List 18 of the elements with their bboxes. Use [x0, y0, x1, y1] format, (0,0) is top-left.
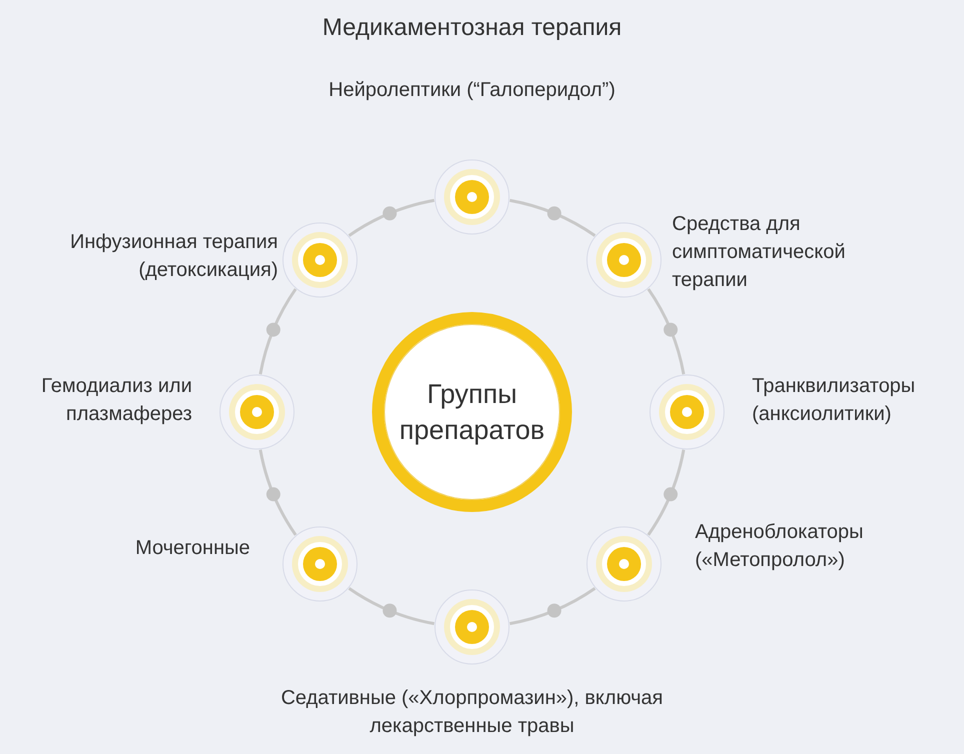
marker-caption: Инфузионная терапия (детоксикация) — [69, 230, 278, 283]
marker-caption: Мочегонные — [134, 536, 250, 561]
ring-marker — [282, 222, 358, 298]
ring-marker — [649, 374, 725, 450]
center-text: Группы препаратов — [398, 378, 546, 447]
ring-marker — [586, 222, 662, 298]
marker-caption: Седативные («Хлорпромазин»), включая лекарственные травы — [280, 686, 664, 739]
ring-marker — [434, 589, 510, 665]
marker-caption: Гемодиализ или плазмаферез — [40, 374, 192, 427]
ring-marker — [219, 374, 295, 450]
marker-caption: Транквилизаторы (анксиолитики) — [752, 374, 916, 427]
ring-marker — [586, 526, 662, 602]
ring-marker — [434, 159, 510, 235]
marker-caption: Нейролептики (“Галоперидол”) — [328, 78, 616, 103]
ring-marker — [282, 526, 358, 602]
diagram-title: Медикаментозная терапия — [321, 13, 623, 43]
marker-caption: Адреноблокаторы («Метопролол») — [695, 520, 864, 573]
marker-caption: Средства для симптоматической терапии — [672, 212, 846, 293]
